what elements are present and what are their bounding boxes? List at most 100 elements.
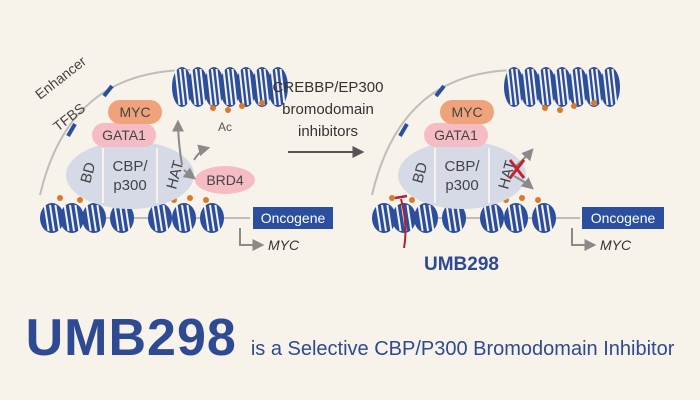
acetyl-dot — [409, 197, 415, 203]
dna-wrap — [494, 204, 501, 232]
dna-wrap — [535, 204, 542, 232]
dna-wrap — [209, 204, 215, 232]
dna-wrap — [527, 68, 533, 106]
dna-wrap — [575, 68, 581, 106]
dna-wrap — [96, 204, 103, 232]
inhibitor-class-line3: inhibitors — [298, 123, 358, 140]
dna-wrap — [227, 68, 233, 106]
dna-wrap — [215, 68, 222, 106]
dna-loop-right — [371, 69, 521, 196]
dna-wrap — [279, 68, 286, 106]
oncogene-box-right — [582, 207, 664, 229]
transcription-arrow-left — [239, 228, 265, 251]
acetyl-dot — [535, 197, 541, 203]
dna-wrap — [157, 204, 163, 232]
dna-wrap — [511, 68, 517, 106]
blocked-arrow-down — [513, 175, 534, 190]
dna-wrap — [175, 204, 182, 232]
dna-wrap — [179, 68, 185, 106]
p300-label-left: p300 — [113, 177, 146, 194]
dna-wrap — [199, 68, 206, 106]
dna-wrap — [186, 204, 193, 232]
ac-label: Ac — [218, 120, 232, 134]
tfbs-mark-right — [398, 122, 409, 138]
transcription-arrow-right — [571, 228, 597, 251]
dna-wrap — [54, 204, 61, 232]
myc-gene-left: MYC — [268, 237, 300, 253]
dna-wrap — [570, 68, 577, 106]
dna-wrap — [375, 204, 382, 232]
gata1-pill-left — [92, 123, 156, 147]
inhibitor-line — [400, 198, 407, 249]
dna-wrap — [515, 68, 522, 106]
dna-wrap — [547, 68, 554, 106]
dna-wrap — [259, 68, 265, 106]
dna-wrap — [611, 68, 618, 106]
brd4-pill — [195, 166, 255, 194]
hat-label-left: HAT — [163, 159, 187, 191]
middle-annotation: CREBBP/EP300 bromodomain inhibitors — [273, 79, 384, 158]
gata1-label-left: GATA1 — [102, 127, 146, 143]
dna-wrap — [559, 68, 565, 106]
dna-wrap — [190, 68, 197, 106]
dna-wrap — [91, 204, 97, 232]
dna-wrap — [247, 68, 254, 106]
dna-wrap — [406, 204, 413, 232]
compound-description: is a Selective CBP/P300 Bromodomain Inhi… — [250, 338, 675, 360]
dna-wrap — [541, 204, 547, 232]
acetyl-dot — [203, 197, 209, 203]
dna-wrap — [381, 204, 387, 232]
acetyl-dot — [591, 100, 597, 106]
p300-label-right: p300 — [445, 177, 478, 194]
dna-wrap — [579, 68, 586, 106]
dna-wrap — [522, 68, 529, 106]
cbp-p300-complex-left — [66, 141, 194, 209]
enhancer-label: Enhancer — [32, 53, 89, 103]
bd-label-left: BD — [77, 160, 99, 185]
left-panel: Enhancer TFBS BD CBP/ p300 HAT GATA1 MYC… — [32, 53, 333, 253]
gata1-pill-right — [424, 123, 488, 147]
dna-wrap — [63, 204, 70, 232]
dna-wrap — [222, 68, 229, 106]
tfbs-label: TFBS — [50, 100, 88, 135]
dna-wrap — [602, 68, 609, 106]
acetylation-arrow-right — [193, 144, 211, 161]
inhibitor-tbar — [394, 194, 408, 200]
dna-wrap — [49, 204, 55, 232]
myc-pill-left — [108, 100, 162, 124]
bd-label-right: BD — [409, 160, 431, 185]
oncogene-box-left — [253, 207, 333, 229]
dna-wrap — [43, 204, 50, 232]
dna-wrap — [518, 204, 525, 232]
acetyl-dot — [519, 195, 525, 201]
right-panel: BD CBP/ p300 HAT GATA1 MYC UMB298 Oncoge… — [371, 67, 664, 275]
inhibitor-class-line1: CREBBP/EP300 — [273, 79, 384, 96]
dna-wrap — [174, 68, 181, 106]
dna-wrap — [591, 68, 597, 106]
dna-wrap — [489, 204, 495, 232]
acetyl-dot — [557, 107, 563, 113]
dna-wrap — [206, 68, 213, 106]
lower-nucleosome-row-left — [40, 203, 224, 233]
upper-nucleosome-row-right — [504, 67, 620, 107]
dna-wrap — [428, 204, 435, 232]
dna-wrap — [85, 204, 92, 232]
dna-wrap — [554, 68, 561, 106]
tfbs-mark-left — [66, 122, 77, 138]
myc-label-right: MYC — [451, 104, 482, 120]
footer-title: UMB298 is a Selective CBP/P300 Bromodoma… — [0, 308, 700, 368]
compound-name: UMB298 — [25, 309, 237, 367]
dna-wrap — [231, 68, 238, 106]
umb298-inhibitor-label: UMB298 — [424, 254, 499, 275]
acetyl-dot — [542, 105, 548, 111]
myc-gene-right: MYC — [600, 237, 632, 253]
dna-wrap — [586, 68, 593, 106]
dna-wrap — [263, 68, 270, 106]
dna-wrap — [386, 204, 393, 232]
acetyl-dot — [259, 100, 265, 106]
dna-wrap — [214, 204, 221, 232]
brd4-arrow — [182, 167, 196, 180]
dna-wrap — [74, 204, 81, 232]
dna-wrap — [456, 204, 463, 232]
